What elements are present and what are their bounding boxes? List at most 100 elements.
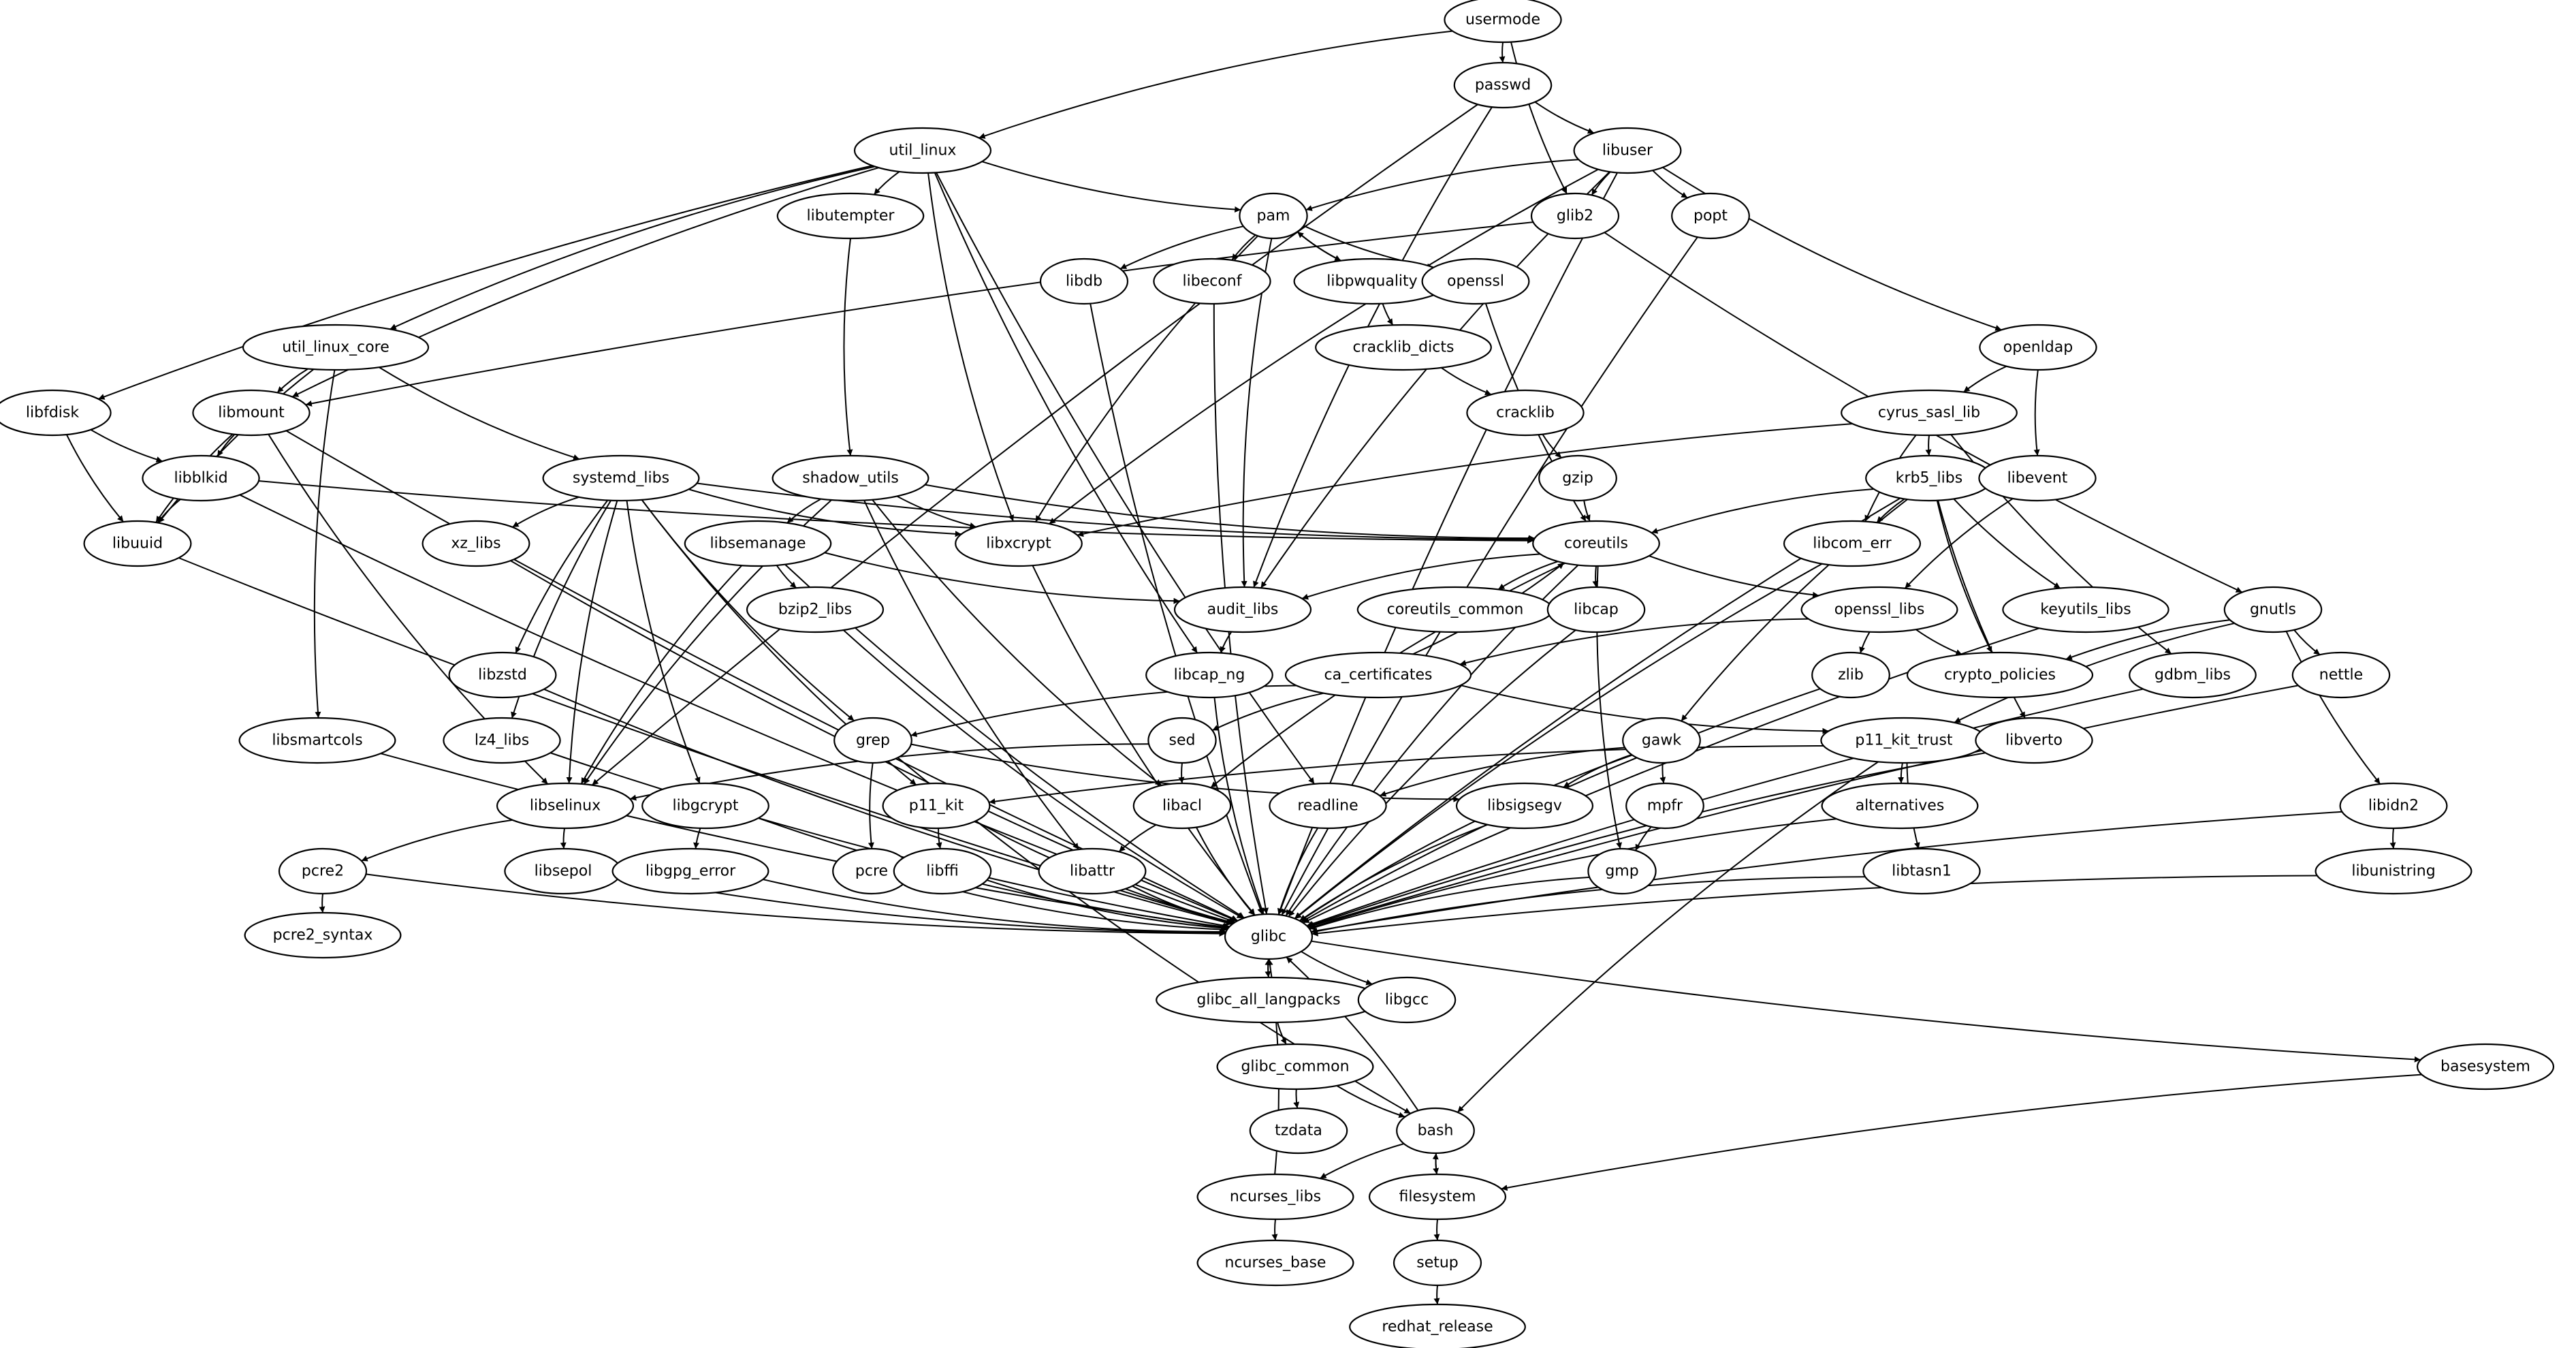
dependency-edge <box>1904 498 2014 589</box>
dependency-edge <box>217 433 236 457</box>
dependency-edge <box>1583 500 1591 522</box>
dependency-edge <box>65 434 125 522</box>
graph-node: lz4_libs <box>443 717 561 764</box>
dependency-edge <box>763 879 1226 935</box>
node-label: libutempter <box>807 208 895 225</box>
dependency-edge <box>1301 951 1373 986</box>
graph-node: libxcrypt <box>955 520 1083 567</box>
graph-node: libsmartcols <box>238 717 396 764</box>
graph-node: libuuid <box>83 520 192 567</box>
graph-node: pam <box>1239 192 1308 240</box>
graph-node: glibc_common <box>1216 1043 1374 1091</box>
dependency-edge <box>1307 752 1986 928</box>
graph-node: xz_libs <box>422 520 530 567</box>
dependency-edge <box>1195 827 1256 916</box>
graph-node: cyrus_sasl_lib <box>1841 389 2018 437</box>
node-ellipse <box>1546 586 1646 633</box>
node-label: libattr <box>1070 863 1115 880</box>
graph-node: util_linux <box>853 127 992 174</box>
graph-node: tzdata <box>1249 1107 1348 1155</box>
dependency-edge <box>2033 369 2040 456</box>
dependency-edge <box>1649 555 1819 598</box>
graph-node: krb5_libs <box>1865 454 1993 502</box>
node-label: util_linux_core <box>282 339 389 356</box>
graph-node: audit_libs <box>1173 586 1312 633</box>
dependency-edge <box>379 366 580 460</box>
node-label: systemd_libs <box>573 470 669 487</box>
node-ellipse <box>833 717 912 764</box>
graph-node: libzstd <box>448 651 557 699</box>
dependency-edge <box>366 873 1226 937</box>
dependency-edge <box>979 30 1453 139</box>
node-ellipse <box>1147 717 1217 764</box>
node-ellipse <box>1173 586 1312 633</box>
node-ellipse <box>0 389 112 437</box>
node-ellipse <box>1538 454 1617 502</box>
node-label: libsemanage <box>710 535 806 552</box>
node-ellipse <box>1132 782 1232 830</box>
node-label: glibc_all_langpacks <box>1196 992 1340 1009</box>
node-label: tzdata <box>1275 1123 1322 1140</box>
dependency-edge <box>157 499 181 524</box>
graph-node: basesystem <box>2416 1043 2555 1091</box>
graph-node: libacl <box>1132 782 1232 830</box>
node-ellipse <box>611 847 769 895</box>
dependency-edge <box>1118 824 1157 853</box>
node-label: glib2 <box>1557 208 1593 225</box>
graph-node: redhat_release <box>1349 1303 1526 1348</box>
graph-node: coreutils <box>1532 520 1660 567</box>
graph-node: openldap <box>1979 324 2097 371</box>
dependency-edge <box>1915 629 1962 655</box>
node-ellipse <box>684 520 832 567</box>
node-ellipse <box>1349 1303 1526 1348</box>
node-ellipse <box>2291 651 2391 699</box>
graph-node: nettle <box>2291 651 2391 699</box>
dependency-edge <box>1301 553 1540 600</box>
node-ellipse <box>1979 324 2097 371</box>
graph-node: libblkid <box>142 454 260 502</box>
node-ellipse <box>192 389 311 437</box>
dependency-edge <box>1132 885 1234 926</box>
node-label: libsepol <box>535 863 592 880</box>
node-ellipse <box>1783 520 1922 567</box>
graph-node: libgpg_error <box>611 847 769 895</box>
dependency-edge <box>776 565 797 589</box>
node-ellipse <box>1196 1239 1354 1287</box>
graph-node: alternatives <box>1821 782 1979 830</box>
dependency-edge <box>1651 488 1874 534</box>
dependency-edge <box>1320 1143 1404 1179</box>
graph-node: gzip <box>1538 454 1617 502</box>
dependency-edge <box>2285 631 2381 785</box>
node-ellipse <box>1039 257 1129 305</box>
node-label: grep <box>856 732 890 749</box>
graph-node: crypto_policies <box>1906 651 2094 699</box>
graph-node: keyutils_libs <box>2002 586 2169 633</box>
node-label: libpwquality <box>1326 273 1417 290</box>
graph-node: grep <box>833 717 912 764</box>
dependency-edge <box>2293 629 2321 656</box>
node-label: passwd <box>1475 77 1531 94</box>
node-ellipse <box>142 454 260 502</box>
node-label: ca_certificates <box>1324 667 1432 684</box>
graph-node: gawk <box>1622 717 1701 764</box>
dependency-edge <box>1286 956 1419 1112</box>
dependency-edge <box>1299 824 1489 922</box>
node-ellipse <box>1906 651 2094 699</box>
dependency-edge <box>1592 565 1599 588</box>
dependency-edge <box>1220 631 1233 653</box>
node-label: openldap <box>2003 339 2073 356</box>
node-ellipse <box>1153 257 1271 305</box>
dependency-edge <box>925 484 1535 542</box>
node-label: libunistring <box>2351 863 2435 880</box>
dependency-edge <box>511 496 579 528</box>
dependency-edge <box>1876 498 1905 523</box>
dependency-edge <box>936 828 942 849</box>
node-ellipse <box>2129 651 2257 699</box>
dependency-edge <box>1090 303 1263 915</box>
graph-node: glib2 <box>1530 192 1620 240</box>
node-label: gdbm_libs <box>2154 667 2231 684</box>
dependency-edge <box>560 828 567 849</box>
dependency-edge <box>927 172 1015 522</box>
node-label: libfdisk <box>26 405 79 422</box>
